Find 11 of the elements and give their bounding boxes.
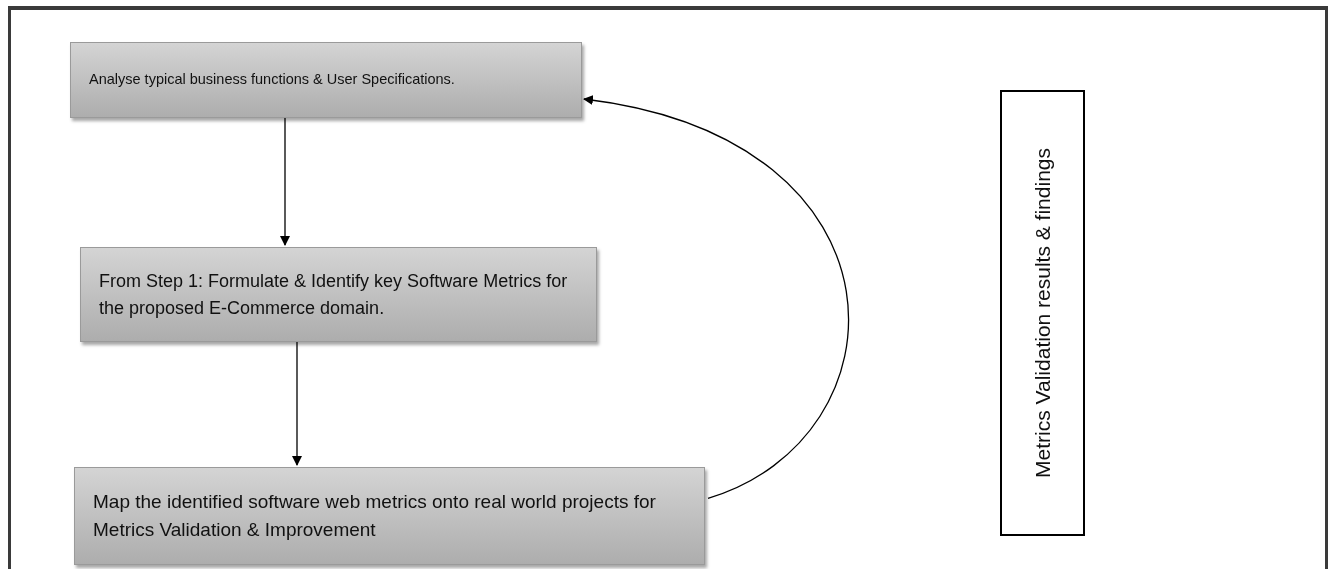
process-box — [80, 247, 597, 342]
arrow — [292, 341, 302, 466]
text-box — [1000, 90, 1085, 536]
arrow — [280, 117, 290, 246]
step-text: Map the identified software web metrics onto real world projects for Metrics Validation & Improvement — [93, 489, 657, 542]
process-box — [74, 467, 705, 565]
step-text: Analyse typical business functions & User Specifications. — [89, 70, 455, 90]
process-box — [70, 42, 582, 118]
step-text: From Step 1: Formulate & Identify key Software Metrics for the proposed E-Commerce domain. — [99, 269, 569, 320]
arrow — [583, 95, 849, 499]
step-text: Metrics Validation results & findings — [1029, 148, 1055, 478]
